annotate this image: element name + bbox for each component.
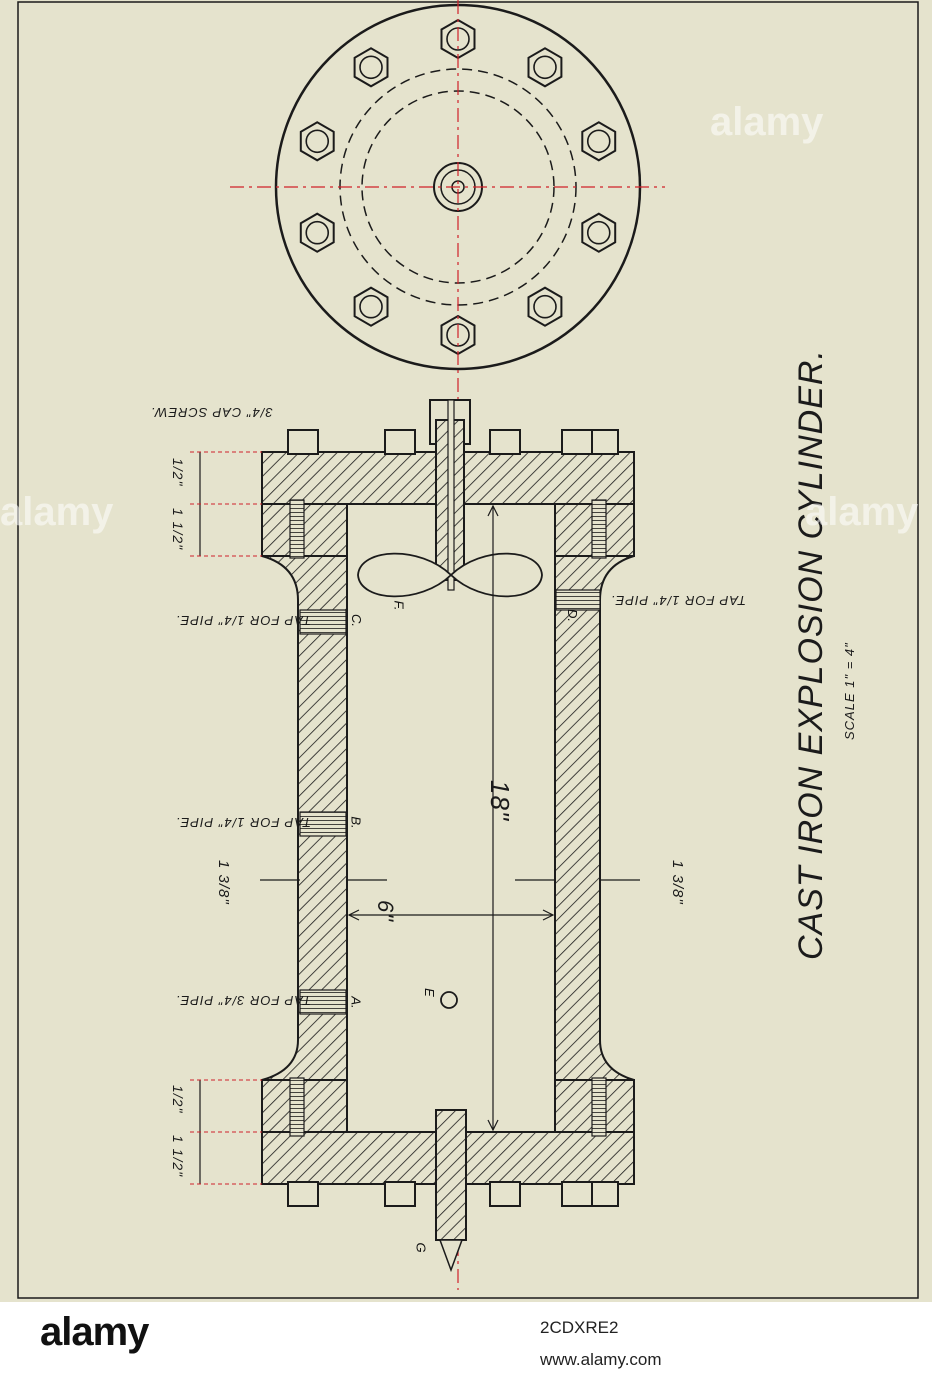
stirring-fan-assembly [357,399,543,598]
watermark-brand: alamy [0,490,114,534]
tapped-holes [299,589,601,1015]
image-id: 2CDXRE2 [540,1318,619,1337]
extension-lines [190,451,262,1185]
bolt-heads [299,18,617,356]
drawing-scale: SCALE 1" = 4" [842,642,857,740]
tap-note-c: TAP FOR 1/4" PIPE. [175,613,312,628]
bolt-head [581,121,617,162]
label-b: B. [348,816,364,829]
watermark-footer [0,1302,932,1390]
watermark-brand: alamy [710,100,824,144]
label-f: F. [391,600,407,611]
dimension-lines [199,452,640,1184]
dim-flange-top-a: 1/2" [170,458,186,487]
dim-wall-left: 1 3/8" [215,860,232,905]
cap-screw-note: 3/4" CAP SCREW. [150,405,273,420]
dim-flange-bottom-a: 1/2" [170,1085,186,1114]
cylinder-bore [346,503,556,1133]
tap-note-a: TAP FOR 3/4" PIPE. [175,993,312,1008]
label-d: D. [565,609,580,622]
cylinder-section-view [261,399,635,1273]
dim-flange-top-b: 1 1/2" [170,508,186,551]
label-e: E [421,988,437,997]
dim-length: 18" [485,780,515,822]
brand-logo: alamy [40,1310,149,1354]
dim-wall-right: 1 3/8" [669,860,686,905]
sheet-border [17,1,919,1299]
cylinder-wall-right [554,555,635,1081]
valve-g [435,1109,467,1273]
tap-note-d: TAP FOR 1/4" PIPE. [610,593,747,608]
dim-flange-bottom-b: 1 1/2" [170,1135,186,1178]
bolt-head [299,121,335,162]
oil-inlet-e [440,991,458,1009]
bolt-head [527,286,563,327]
tap-note-b: TAP FOR 1/4" PIPE. [175,815,312,830]
bolt-head [299,212,335,253]
dim-bore: 6" [373,900,398,923]
label-a: A. [348,996,364,1009]
brand-url: www.alamy.com [540,1350,662,1369]
drawing-title: CAST IRON EXPLOSION CYLINDER. [792,349,830,960]
label-c: C. [349,614,364,627]
bolt-head [353,47,389,88]
bolt-head [353,286,389,327]
cylinder-drawing [17,0,919,1299]
cap-screws [287,429,619,1207]
watermark-brand: alamy [805,490,919,534]
bolt-head [581,212,617,253]
label-g: G [413,1242,429,1253]
flange-plan-view [230,0,665,1290]
bolt-head [527,47,563,88]
